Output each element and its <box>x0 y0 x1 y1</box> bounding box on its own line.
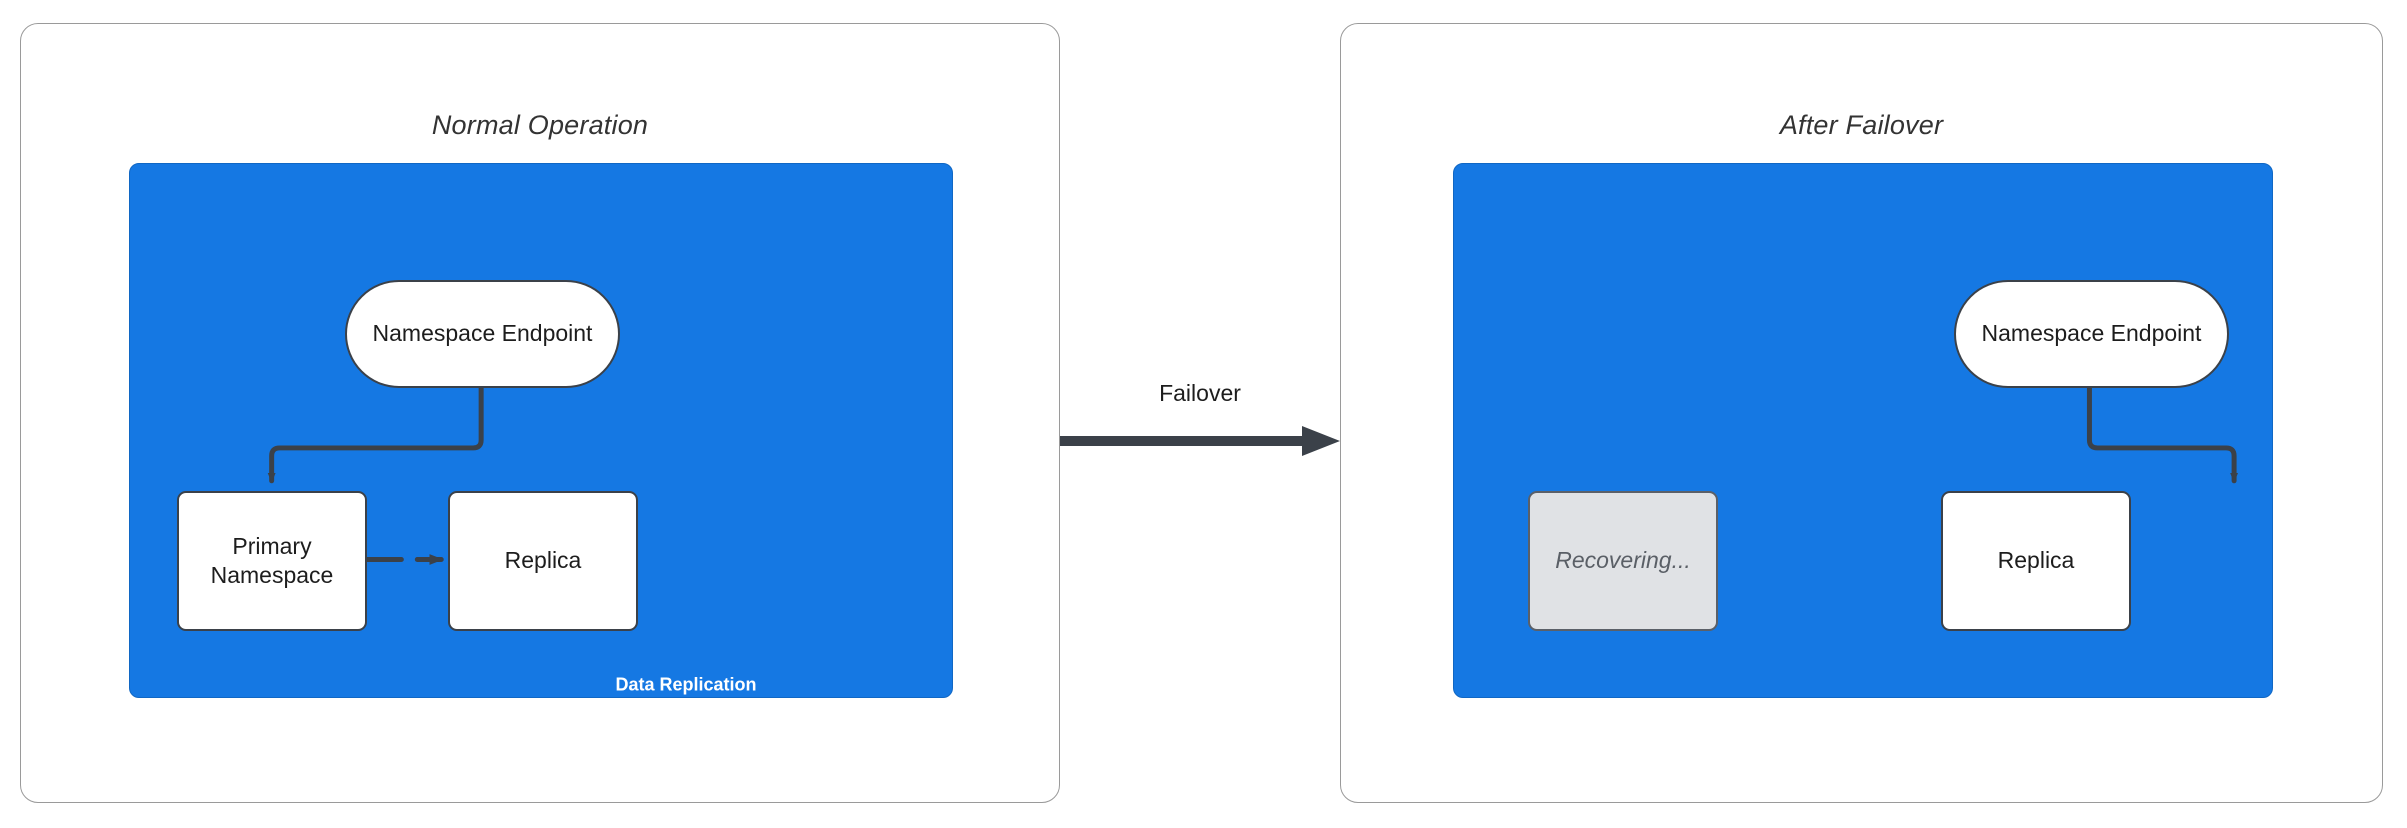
panel-after-failover: After Failover Namespace Endpoint Recove… <box>1340 23 2383 803</box>
node-replica-normal[interactable]: Replica <box>448 491 638 631</box>
failover-label: Failover <box>1159 380 1241 406</box>
node-namespace-endpoint-failover[interactable]: Namespace Endpoint <box>1954 280 2229 388</box>
failover-arrow-icon <box>1060 426 1340 456</box>
edge-label-data-replication: Data Replication <box>615 674 757 695</box>
cluster-after-failover: Namespace Endpoint Recovering... Replica <box>1453 163 2273 698</box>
node-primary-namespace-line1: Primary <box>232 532 312 559</box>
node-primary-namespace[interactable]: Primary Namespace <box>177 491 367 631</box>
node-primary-namespace-label: Primary Namespace <box>211 532 334 591</box>
panel-title-after-failover: After Failover <box>1779 110 1944 140</box>
cluster-normal-operation: Namespace Endpoint Primary Namespace Rep… <box>129 163 953 698</box>
failover-transition: Failover <box>1060 380 1340 470</box>
connector-endpoint-to-replica <box>2086 384 2239 484</box>
node-replica-failover[interactable]: Replica <box>1941 491 2131 631</box>
panel-normal-operation: Normal Operation Namespace Endpoint <box>20 23 1060 803</box>
panel-title-normal-operation: Normal Operation <box>431 110 649 140</box>
connector-endpoint-to-primary <box>267 384 484 484</box>
node-recovering[interactable]: Recovering... <box>1528 491 1718 631</box>
node-namespace-endpoint-normal[interactable]: Namespace Endpoint <box>345 280 620 388</box>
node-primary-namespace-line2: Namespace <box>210 562 334 588</box>
